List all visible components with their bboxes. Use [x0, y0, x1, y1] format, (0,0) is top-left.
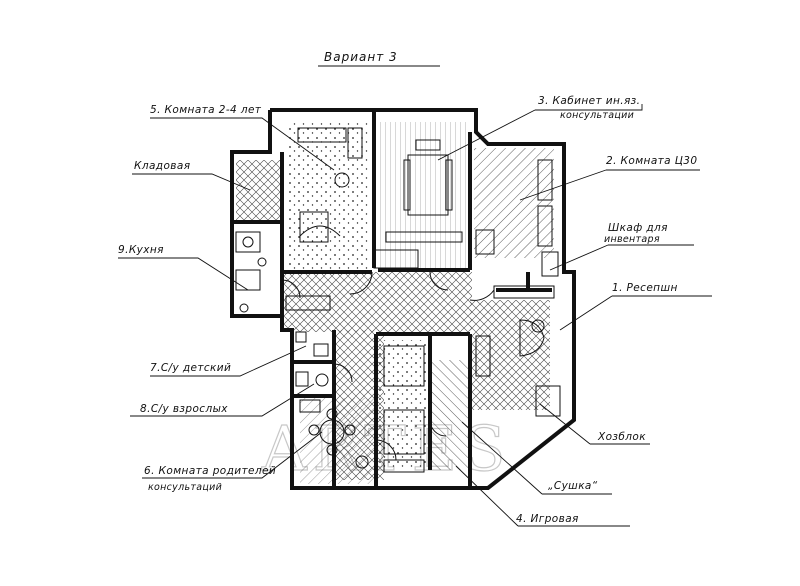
- storage-floor: [236, 160, 280, 220]
- label-room6-line2: консультаций: [148, 482, 222, 493]
- leader-lines: [118, 104, 712, 527]
- reception-floor: [470, 300, 550, 410]
- label-room2: 2. Комната Ц30: [606, 155, 697, 167]
- hall-floor: [282, 272, 472, 332]
- room2-floor: [474, 148, 554, 258]
- label-playroom: 4. Игровая: [516, 513, 579, 525]
- sushka-floor: [430, 360, 470, 470]
- label-utility: Хозблок: [597, 431, 646, 443]
- label-room3-line2: консультации: [560, 110, 634, 121]
- plan-title: Вариант 3: [324, 50, 398, 64]
- label-room3-line1: 3. Кабинет ин.яз.: [538, 95, 640, 107]
- label-kitchen: 9.Кухня: [118, 244, 164, 256]
- label-reception: 1. Ресепшн: [612, 282, 678, 294]
- label-room6-line1: 6. Комната родителей: [144, 465, 276, 477]
- room5-floor: [288, 122, 370, 272]
- room3-floor: [378, 122, 466, 268]
- label-cabinet-line1: Шкаф для: [608, 222, 668, 234]
- playroom-floor: [378, 340, 430, 470]
- label-room5: 5. Комната 2-4 лет: [150, 104, 262, 116]
- room-labels: 5. Комната 2-4 лет 3. Кабинет ин.яз. кон…: [118, 95, 697, 525]
- outer-walls: [230, 108, 576, 490]
- label-storage: Кладовая: [134, 160, 190, 172]
- label-wc-children: 7.С/у детский: [150, 362, 231, 374]
- label-cabinet-line2: инвентаря: [604, 234, 660, 245]
- room6-floor: [300, 398, 374, 484]
- label-sushka: „Сушка“: [548, 480, 598, 492]
- inner-walls: [232, 112, 552, 488]
- furniture: [235, 127, 561, 473]
- label-wc-adults: 8.С/у взрослых: [140, 403, 228, 415]
